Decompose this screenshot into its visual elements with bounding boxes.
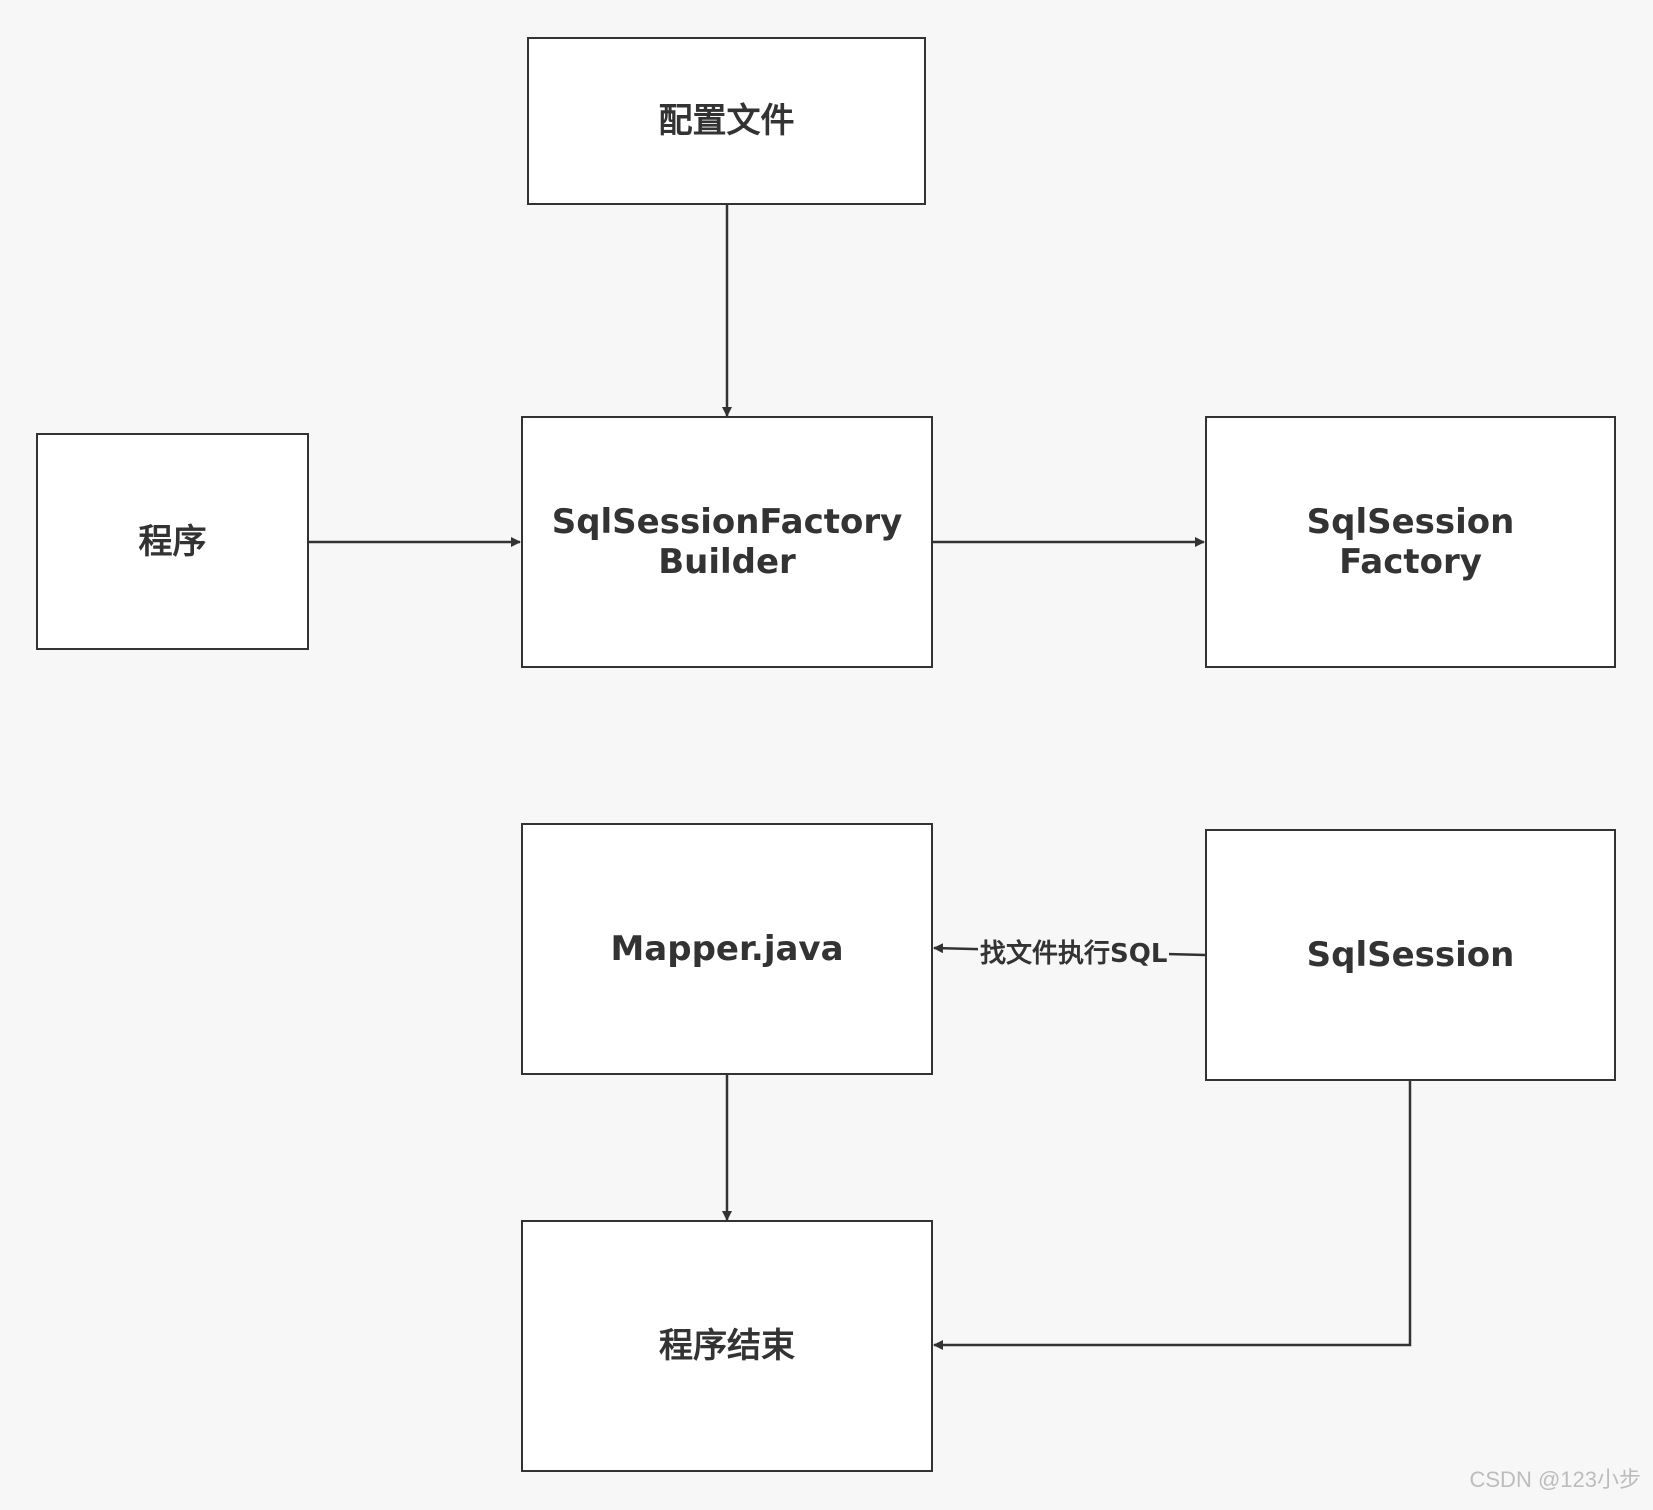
mapper-java-label: Mapper.java [610,929,844,969]
program-end-node: 程序结束 [521,1220,933,1472]
sqlsession-label: SqlSession [1306,935,1515,975]
sqlsession-node: SqlSession [1205,829,1616,1081]
program-label: 程序 [138,521,207,562]
sqlsessionfactory-builder-label: SqlSessionFactory Builder [551,502,903,582]
mapper-java-node: Mapper.java [521,823,933,1075]
edge-label-find-file-execute-sql: 找文件执行SQL [978,936,1170,972]
watermark: CSDN @123小步 [1469,1467,1642,1492]
sqlsession-factory-node: SqlSession Factory [1205,416,1616,668]
config-file-label: 配置文件 [658,101,795,141]
edge-session-to-end [933,1081,1412,1350]
sqlsession-factory-label: SqlSession Factory [1306,502,1515,582]
program-node: 程序 [36,433,309,650]
config-file-node: 配置文件 [527,37,926,205]
program-end-label: 程序结束 [659,1326,795,1366]
sqlsessionfactory-builder-node: SqlSessionFactory Builder [521,416,933,668]
